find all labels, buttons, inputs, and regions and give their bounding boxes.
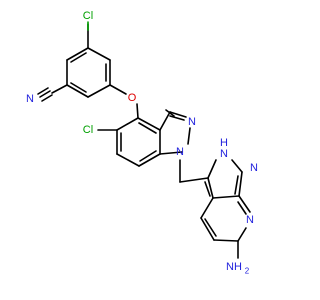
amine-subscript-label: 2 xyxy=(245,267,250,276)
molecule-drawing: Cl N O Cl N N N H N N NH 2 xyxy=(26,10,258,276)
pyridine-nitrogen-label: N xyxy=(246,214,254,226)
chlorine-top-label: Cl xyxy=(83,10,93,22)
chlorine-left-label: Cl xyxy=(83,124,93,136)
ether-oxygen-label: O xyxy=(128,92,137,104)
pyrazolopyridine-pyridine-ring xyxy=(200,195,251,242)
chlorobenzonitrile-ring xyxy=(66,47,111,98)
nitrile-group xyxy=(37,84,68,102)
amine-nh-label: NH xyxy=(226,261,242,273)
pyrazole-nh-hydrogen-label: H xyxy=(220,137,228,149)
aryl-o-bond xyxy=(109,84,127,95)
indazole-pyrazole-ring xyxy=(159,109,191,155)
nitrile-nitrogen-label: N xyxy=(26,93,34,105)
indazole-n2-label: N xyxy=(188,116,196,128)
pyrazolopyridine-pyrazole-ring xyxy=(204,159,243,199)
ch2-bond-2 xyxy=(179,177,209,183)
indazole-benzene-ring xyxy=(116,117,161,167)
indazole-n1-label: N xyxy=(176,146,184,158)
pyrazole-nitrogen-label: N xyxy=(250,162,258,174)
structure-canvas: Cl N O Cl N N N H N N NH 2 xyxy=(26,10,258,276)
pyrazole-nh-nitrogen-label: N xyxy=(220,148,228,160)
o-aryl-bond xyxy=(136,103,139,119)
